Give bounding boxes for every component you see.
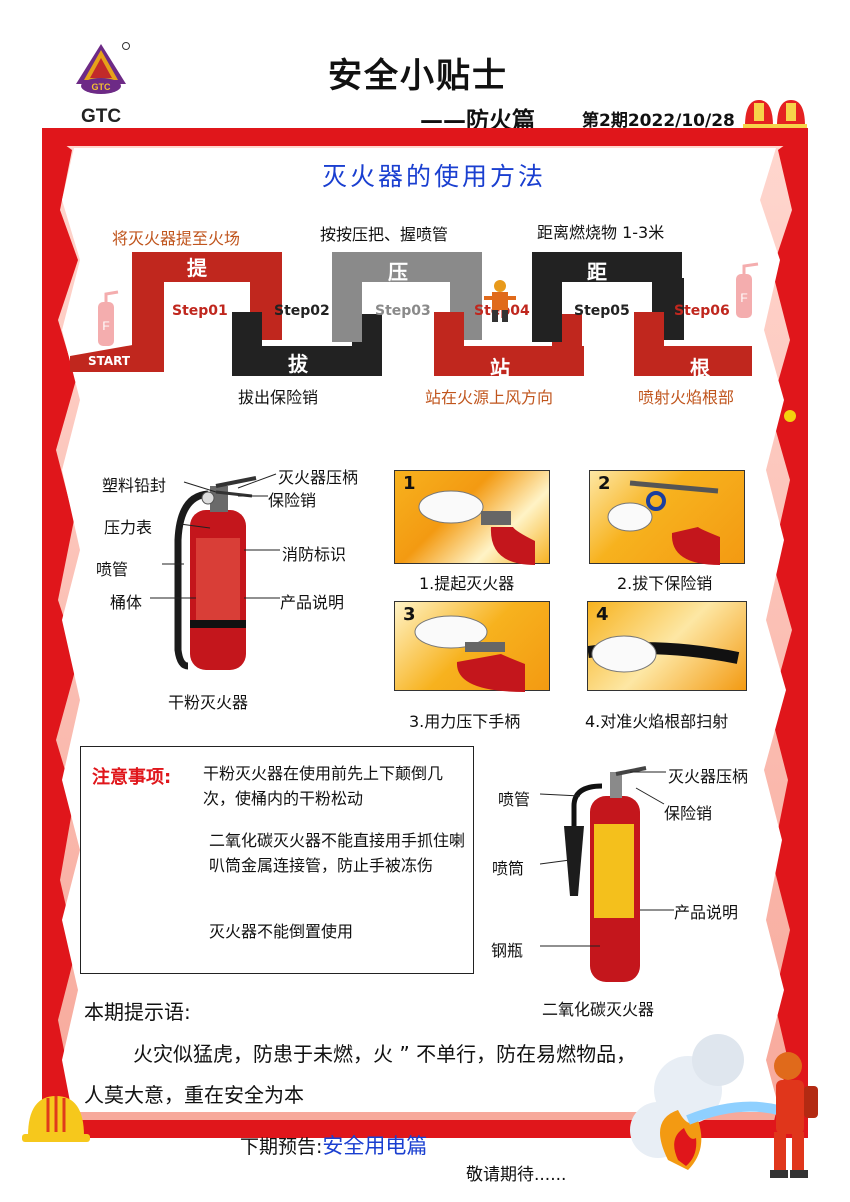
usage-photo-3-num: 3 [403,604,416,625]
usage-caption-3: 3.用力压下手柄 [409,712,521,731]
hand-pulling-pin-icon [607,480,720,565]
logo: GTC GTC [68,40,134,127]
usage-caption-1: 1.提起灭火器 [419,574,515,593]
extinguisher-icon: F [98,290,119,346]
usage-photo-2: 2 [589,470,745,565]
notes-box: 注意事项: 干粉灭火器在使用前先上下颠倒几次，使桶内的干粉松动 二氧化碳灭火器不… [80,746,474,974]
step-char-5: 距 [587,260,607,284]
tip-line-2: 人莫大意，重在安全为本 [84,1083,304,1107]
step-label-1: Step01 [172,303,228,319]
co2-extinguisher-image [564,766,647,982]
dp-label-leaders [150,473,280,599]
step-char-6: 根 [690,356,710,380]
notes-item-2: 二氧化碳灭火器不能直接用手抓住喇叭筒金属连接管，防止手被冻伤 [209,831,466,875]
step-caption-3: 按按压把、握喷管 [320,225,449,244]
step-label-5: Step05 [574,303,630,319]
issue-date: 第2期2022/10/28 [582,111,735,131]
dp-label-body: 桶体 [110,593,143,612]
notes-item-1: 干粉灭火器在使用前先上下颠倒几次，使桶内的干粉松动 [203,764,444,808]
step-label-3: Step03 [375,303,431,319]
usage-photo-4-num: 4 [596,604,609,625]
usage-photo-1-num: 1 [403,473,416,494]
section-title: 灭火器的使用方法 [322,162,547,191]
page-title: 安全小贴士 [328,56,508,96]
hand-pressing-icon [414,615,525,692]
co2-caption: 二氧化碳灭火器 [542,1000,655,1019]
step-caption-4: 站在火源上风方向 [425,388,554,407]
firefighter-spraying-illustration [630,1034,818,1178]
dp-label-handle: 灭火器压柄 [278,468,359,487]
co2-label-cylinder: 钢瓶 [491,941,524,960]
hand-aiming-nozzle-icon [588,635,740,673]
logo-emblem-icon: GTC [76,42,130,94]
co2-label-leaders [540,771,674,947]
co2-label-desc: 产品说明 [674,903,739,922]
hand-lifting-icon [418,490,535,565]
step-label-4: Step04 [474,303,530,319]
usage-caption-2: 2.拔下保险销 [617,574,713,593]
next-issue-value: 安全用电篇 [322,1134,428,1158]
usage-photo-1: 1 [394,470,550,565]
closing-text: 敬请期待...... [466,1165,567,1185]
notes-item-3: 灭火器不能倒置使用 [209,922,354,941]
dp-label-nozzle: 喷管 [96,560,129,579]
step-caption-2: 拔出保险销 [238,388,319,407]
dp-label-mark: 消防标识 [282,545,347,564]
svg-text:F: F [102,319,109,333]
next-issue: 下期预告:安全用电篇 [240,1130,427,1160]
usage-photo-3: 3 [394,601,550,692]
steps-diagram [70,252,752,376]
usage-caption-4: 4.对准火焰根部扫射 [585,712,729,731]
co2-label-handle: 灭火器压柄 [668,767,749,786]
step-char-4: 站 [490,356,510,380]
extinguisher-icon: F [736,262,759,318]
step-char-2: 拔 [288,352,308,376]
co2-label-pin: 保险销 [664,804,713,823]
notes-title: 注意事项: [92,767,172,788]
next-issue-label: 下期预告: [240,1136,323,1158]
tip-title: 本期提示语: [84,1000,191,1024]
firefighter-icon [484,280,516,322]
dp-label-seal: 塑料铅封 [102,476,167,495]
co2-label-hose: 喷管 [498,790,531,809]
step-char-3: 压 [388,260,408,284]
dp-label-pin: 保险销 [268,491,317,510]
tip-line-1: 火灾似猛虎，防患于未燃，火 ” 不单行，防在易燃物品， [133,1042,637,1066]
svg-text:GTC: GTC [92,82,111,92]
usage-photo-2-num: 2 [598,473,611,494]
step-label-2: Step02 [274,303,330,319]
dp-caption: 干粉灭火器 [168,693,249,712]
start-label: START [88,354,131,368]
step-caption-1: 将灭火器提至火场 [112,229,241,248]
svg-text:F: F [740,291,747,305]
co2-label-horn: 喷筒 [492,859,525,878]
helmet-icon [22,1096,90,1142]
step-label-6: Step06 [674,303,730,319]
step-char-1: 提 [187,256,207,280]
dp-label-gauge: 压力表 [104,518,153,537]
usage-photo-4: 4 [587,601,747,691]
dry-powder-extinguisher-image [174,476,257,670]
step-caption-6: 喷射火焰根部 [638,388,735,407]
logo-text: GTC [80,106,122,127]
dp-label-desc: 产品说明 [280,593,345,612]
helmet-icon [743,100,807,128]
step-caption-5: 距离燃烧物 1-3米 [537,223,665,242]
